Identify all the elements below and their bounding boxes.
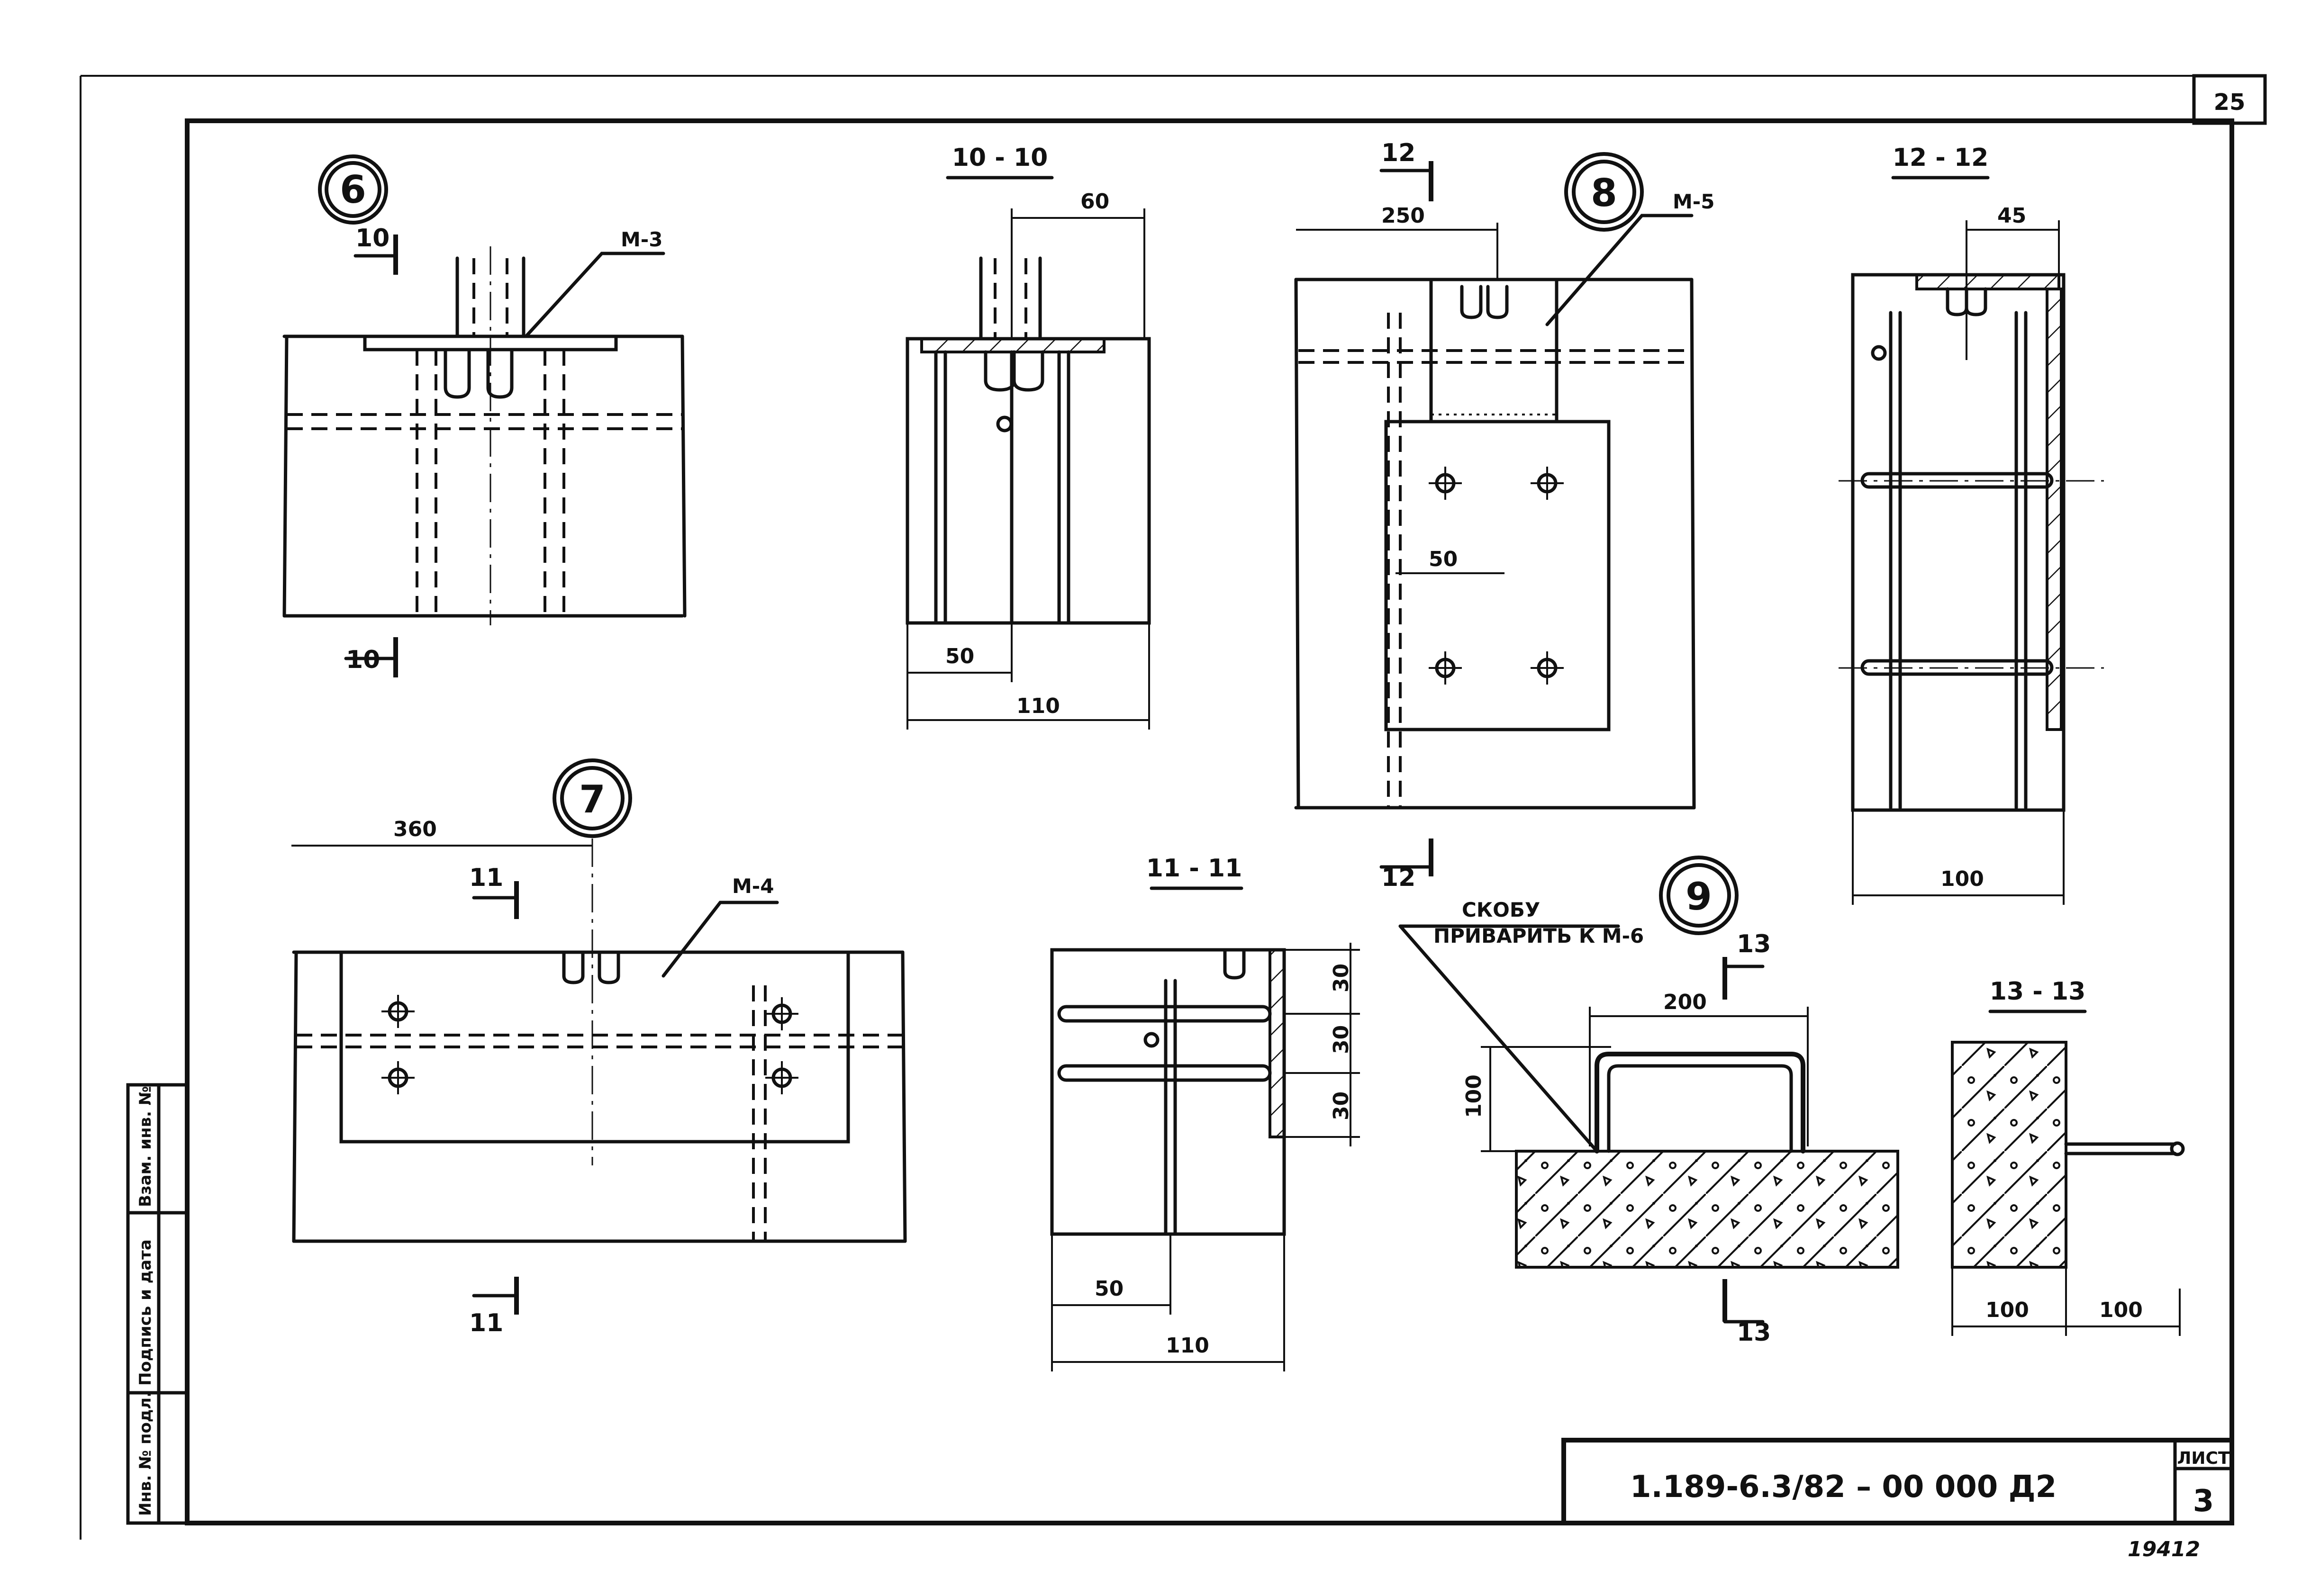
node-8-number: 8 bbox=[1591, 171, 1617, 215]
node-6-embed-label: М-3 bbox=[621, 228, 662, 251]
node-7-number: 7 bbox=[579, 777, 606, 821]
section-10-title: 10 - 10 bbox=[952, 144, 1048, 172]
sheet-number: 3 bbox=[2193, 1484, 2214, 1519]
section-11-title: 11 - 11 bbox=[1146, 854, 1242, 883]
section-10-dim-50: 50 bbox=[945, 644, 974, 668]
section-11-11: 11 - 11 30 30 30 50 110 bbox=[1050, 854, 1360, 1371]
node-8: 8 12 12 250 50 М- bbox=[1294, 139, 1714, 892]
sheet-frame: 25 bbox=[80, 74, 2267, 1540]
section-11-dim-30b: 30 bbox=[1329, 1025, 1353, 1054]
page-number: 25 bbox=[2214, 89, 2246, 116]
section-10-dim-60: 60 bbox=[1080, 189, 1109, 214]
section-10-dim-110: 110 bbox=[1016, 694, 1060, 718]
section-13-dim-100a: 100 bbox=[1985, 1298, 2029, 1322]
node-8-cut-top: 12 bbox=[1381, 139, 1415, 167]
node-7: 7 360 11 11 М-4 bbox=[291, 758, 907, 1337]
node-6-cut-top: 10 bbox=[355, 224, 390, 252]
section-13-title: 13 - 13 bbox=[1990, 977, 2086, 1006]
side-stamp-replace: Взам. инв. № bbox=[136, 1086, 155, 1207]
side-stamp-sign: Подпись и дата bbox=[136, 1239, 155, 1386]
section-11-dim-30c: 30 bbox=[1329, 1091, 1353, 1120]
node-8-dim-250: 250 bbox=[1381, 204, 1425, 228]
node-9-slab bbox=[1515, 1150, 1899, 1269]
node-7-bolts bbox=[381, 995, 798, 1094]
inventory-stamp: 19412 bbox=[2128, 1537, 2200, 1561]
node-9-note-1: СКОБУ bbox=[1462, 898, 1540, 921]
side-stamp-inv: Инв. № подл. bbox=[136, 1391, 155, 1516]
node-8-dim-50: 50 bbox=[1429, 547, 1458, 571]
node-9-cut-top: 13 bbox=[1737, 930, 1771, 958]
node-6-number: 6 bbox=[340, 168, 366, 212]
section-12-12: 12 - 12 45 100 bbox=[1839, 144, 2104, 905]
node-9-dim-200: 200 bbox=[1663, 990, 1707, 1014]
node-9: 9 СКОБУ ПРИВАРИТЬ К М-6 13 13 200 100 bbox=[1398, 856, 1899, 1347]
node-9-dim-100: 100 bbox=[1462, 1074, 1486, 1118]
node-7-dim-360: 360 bbox=[393, 817, 437, 841]
section-11-dim-110: 110 bbox=[1166, 1334, 1209, 1358]
section-11-dim-50: 50 bbox=[1095, 1277, 1124, 1301]
section-13-wall bbox=[1951, 1041, 2067, 1269]
section-12-dim-100: 100 bbox=[1940, 867, 1984, 891]
node-8-bolts bbox=[1429, 467, 1564, 685]
section-10-10: 10 - 10 60 50 110 bbox=[906, 144, 1151, 730]
sheet-label: ЛИСТ bbox=[2177, 1449, 2229, 1468]
doc-code: 1.189-6.3/82 – 00 000 Д2 bbox=[1630, 1470, 2057, 1505]
node-7-cut-bottom: 11 bbox=[469, 1309, 503, 1337]
side-stamp: Инв. № подл. Подпись и дата Взам. инв. № bbox=[126, 1083, 189, 1525]
node-9-note-2: ПРИВАРИТЬ К М-6 bbox=[1433, 924, 1644, 947]
title-block: 1.189-6.3/82 – 00 000 Д2 ЛИСТ 3 19412 bbox=[1561, 1438, 2234, 1561]
node-9-number: 9 bbox=[1686, 875, 1712, 919]
section-11-dim-30a: 30 bbox=[1329, 964, 1353, 992]
section-13-13: 13 - 13 100 100 bbox=[1951, 977, 2185, 1336]
node-8-embed-label: М-5 bbox=[1673, 190, 1714, 213]
section-13-dim-100b: 100 bbox=[2099, 1298, 2143, 1322]
section-12-dim-45: 45 bbox=[1997, 204, 2026, 228]
node-7-embed-label: М-4 bbox=[732, 875, 774, 898]
section-12-title: 12 - 12 bbox=[1893, 144, 1989, 172]
node-6: 6 10 10 М-3 bbox=[282, 154, 687, 677]
node-7-cut-top: 11 bbox=[469, 864, 503, 892]
